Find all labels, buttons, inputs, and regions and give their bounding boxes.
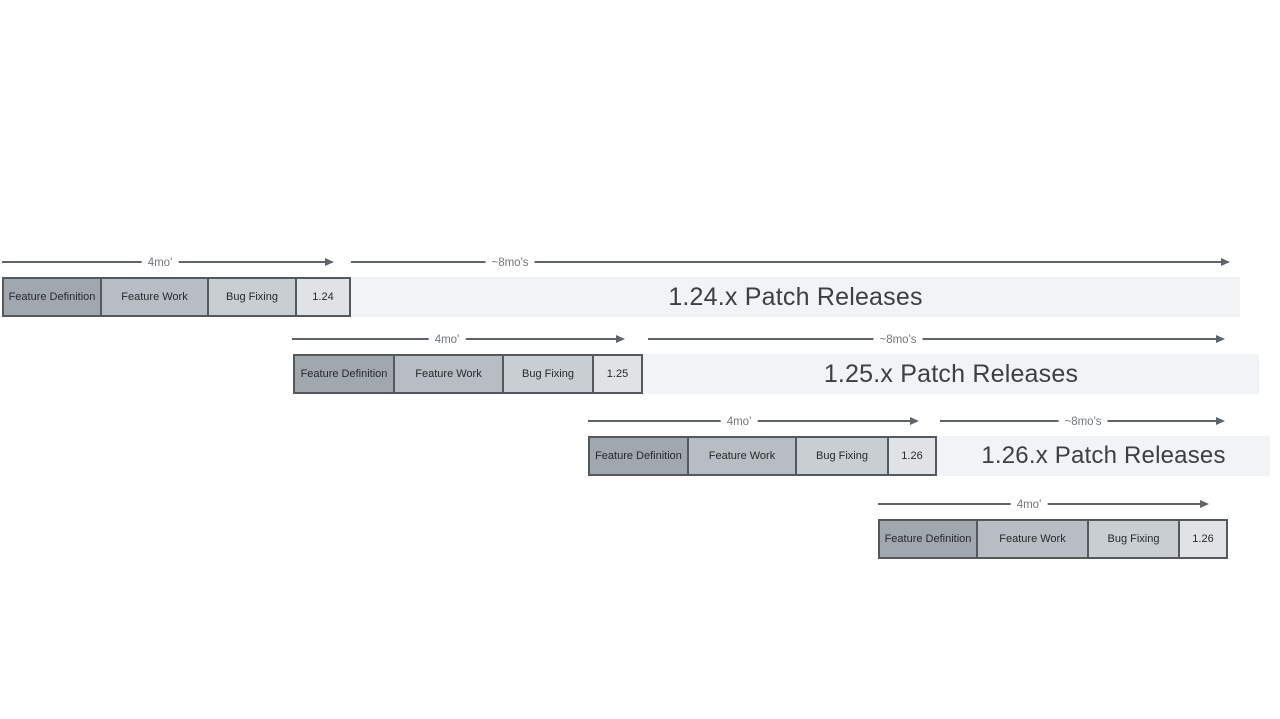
phase-box-feature-work: Feature Work [100,277,209,317]
dev-duration-arrow: 4mo' [878,499,1209,511]
dev-duration-label: 4mo' [428,334,466,346]
arrowhead-icon [325,257,334,266]
dev-duration-label: 4mo' [141,257,179,269]
phase-box-bug-fixing: Bug Fixing [795,436,889,476]
arrowhead-icon [1200,499,1209,508]
arrowhead-icon [910,416,919,425]
arrowhead-icon [616,334,625,343]
patch-duration-arrow: ~8mo's [940,416,1225,428]
phase-box-feature-definition: Feature Definition [878,519,978,559]
dev-duration-arrow: 4mo' [2,257,334,269]
version-box: 1.26 [1178,519,1228,559]
phase-box-bug-fixing: Bug Fixing [502,354,594,394]
arrow-line [351,261,1228,263]
version-box: 1.25 [592,354,643,394]
patch-duration-label: ~8mo's [485,257,535,269]
patch-release-band: 1.26.x Patch Releases [937,436,1270,476]
dev-duration-arrow: 4mo' [588,416,919,428]
patch-duration-label: ~8mo's [1058,416,1108,428]
phase-box-feature-work: Feature Work [393,354,504,394]
dev-duration-arrow: 4mo' [292,334,625,346]
phase-box-feature-definition: Feature Definition [2,277,102,317]
patch-release-band: 1.25.x Patch Releases [643,354,1259,394]
version-box: 1.24 [295,277,351,317]
phase-box-feature-definition: Feature Definition [588,436,689,476]
phase-box-feature-work: Feature Work [976,519,1089,559]
phase-box-bug-fixing: Bug Fixing [207,277,297,317]
dev-duration-label: 4mo' [720,416,758,428]
patch-release-band: 1.24.x Patch Releases [351,277,1240,317]
phase-box-feature-work: Feature Work [687,436,797,476]
arrowhead-icon [1216,334,1225,343]
arrowhead-icon [1221,257,1230,266]
arrow-line [648,338,1223,340]
version-box: 1.26 [887,436,937,476]
phase-box-bug-fixing: Bug Fixing [1087,519,1180,559]
phase-box-feature-definition: Feature Definition [293,354,395,394]
patch-duration-label: ~8mo's [873,334,923,346]
patch-duration-arrow: ~8mo's [648,334,1225,346]
dev-duration-label: 4mo' [1010,499,1048,511]
patch-duration-arrow: ~8mo's [351,257,1230,269]
arrowhead-icon [1216,416,1225,425]
